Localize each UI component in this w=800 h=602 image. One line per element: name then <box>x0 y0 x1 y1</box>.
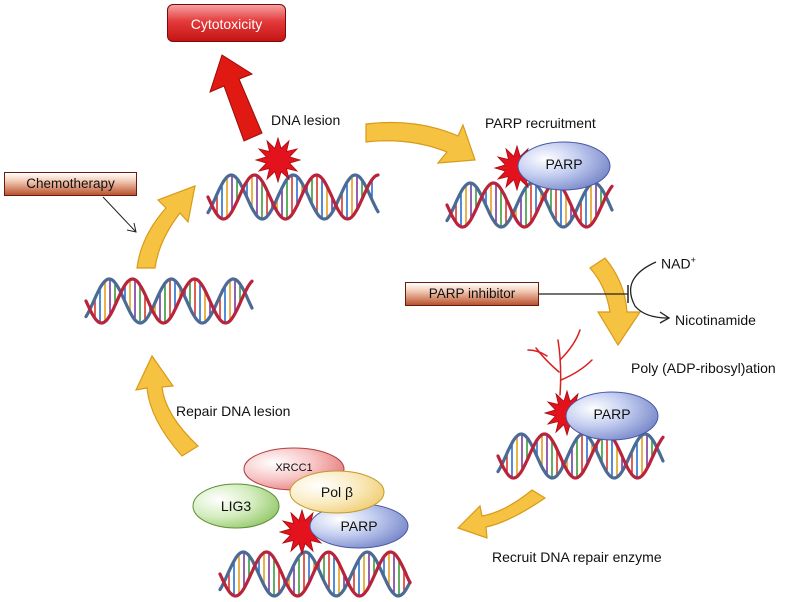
cycle-arrow-to-repaired-dna <box>134 354 199 457</box>
parp-ellipse <box>565 391 659 441</box>
parp-label: PARP <box>545 156 583 172</box>
cytotoxicity-arrow <box>209 54 263 142</box>
dna-helix-parp-recruited <box>445 181 614 229</box>
poly-adp-ribosylation-label: Poly (ADP-ribosyl)ation <box>631 360 776 376</box>
nicotinamide-label: Nicotinamide <box>675 312 756 328</box>
pol-beta-label: Pol β <box>320 484 354 500</box>
parp-recruitment-label: PARP recruitment <box>485 115 596 131</box>
dna-strand <box>496 432 665 480</box>
lig3-ellipse <box>192 483 280 529</box>
pol-beta-ellipse <box>289 470 385 514</box>
dna-lesion-label: DNA lesion <box>271 112 341 128</box>
repair-dna-lesion-label: Repair DNA lesion <box>176 403 291 419</box>
chemotherapy-pointer-head <box>126 222 137 233</box>
dna-strand <box>206 173 380 221</box>
recruit-repair-enzyme-label: Recruit DNA repair enzyme <box>492 549 662 565</box>
chemotherapy-pointer <box>102 196 137 233</box>
xrcc1-label: XRCC1 <box>275 462 313 474</box>
cycle-arrow-to-parylation <box>589 257 642 347</box>
nad-text: NAD <box>661 255 691 272</box>
nad-label: NAD+ <box>661 252 696 272</box>
nad-curve-head <box>659 311 671 324</box>
parp-ellipse <box>517 141 611 191</box>
parp-label: PARP <box>593 406 631 422</box>
dna-strand <box>84 277 254 325</box>
dna-helix-repair-complex <box>218 550 412 598</box>
nad-curve <box>630 261 669 319</box>
par-chain <box>527 329 593 396</box>
dna-strand <box>206 173 380 221</box>
parp-label: PARP <box>340 518 378 534</box>
dna-lesion-star <box>254 136 302 184</box>
dna-strand <box>445 181 614 229</box>
dna-strand <box>218 550 412 598</box>
cytotoxicity-box: Cytotoxicity <box>167 4 286 42</box>
cycle-arrow-to-lesion <box>136 185 196 269</box>
dna-helix-parylated <box>496 432 665 480</box>
dna-strand <box>496 432 665 480</box>
dna-strand <box>445 181 614 229</box>
cycle-arrow-to-parp <box>365 121 476 164</box>
dna-helix-repaired <box>84 277 254 325</box>
cycle-arrow-to-repair <box>456 489 547 539</box>
nad-superscript: + <box>690 255 696 265</box>
dna-helix-lesion <box>206 173 380 221</box>
lig3-label: LIG3 <box>220 498 252 514</box>
dna-strand <box>84 277 254 325</box>
chemotherapy-box: Chemotherapy <box>4 172 137 196</box>
parp-inhibitor-box: PARP inhibitor <box>405 282 539 306</box>
